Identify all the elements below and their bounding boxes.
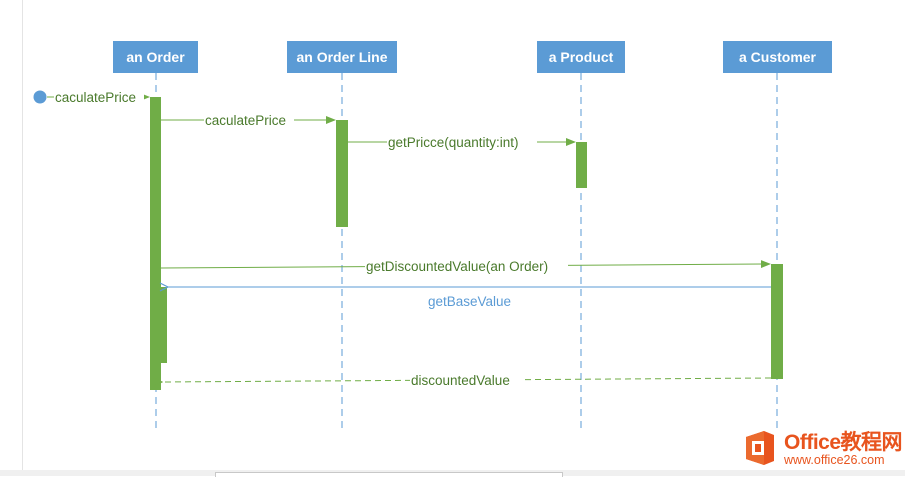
office-logo-icon	[746, 431, 774, 465]
label-bg	[410, 371, 522, 389]
message-label-caculateprice-1: caculatePrice	[55, 90, 136, 105]
frame-border-left	[22, 0, 23, 476]
watermark-url: www.office26.com	[784, 453, 885, 467]
message-label-getpricce: getPricce(quantity:int)	[388, 135, 519, 150]
activation-a-product[interactable]	[576, 142, 587, 188]
horizontal-scrollbar[interactable]	[215, 472, 563, 477]
lifeline-head-an-order[interactable]: an Order	[113, 41, 198, 73]
message-label-caculateprice-2: caculatePrice	[205, 113, 286, 128]
label-bg	[387, 133, 537, 151]
start-point-icon	[33, 90, 47, 104]
lifeline-head-a-customer[interactable]: a Customer	[723, 41, 832, 73]
label-bg	[54, 88, 144, 106]
watermark-title: Office教程网	[784, 431, 903, 454]
activation-an-order[interactable]	[150, 97, 161, 390]
activation-an-order-nested[interactable]	[157, 287, 167, 363]
message-label-getbasevalue: getBaseValue	[428, 294, 511, 309]
label-bg	[204, 111, 294, 129]
label-bg	[365, 257, 568, 275]
message-label-discountedvalue: discountedValue	[411, 373, 510, 388]
watermark: Office教程网 www.office26.com	[738, 426, 903, 472]
lifeline-head-a-product[interactable]: a Product	[537, 41, 625, 73]
lifeline-head-an-order-line[interactable]: an Order Line	[287, 41, 397, 73]
message-label-getdiscountedvalue: getDiscountedValue(an Order)	[366, 259, 548, 274]
activation-an-order-line[interactable]	[336, 120, 348, 227]
activation-a-customer[interactable]	[771, 264, 783, 379]
